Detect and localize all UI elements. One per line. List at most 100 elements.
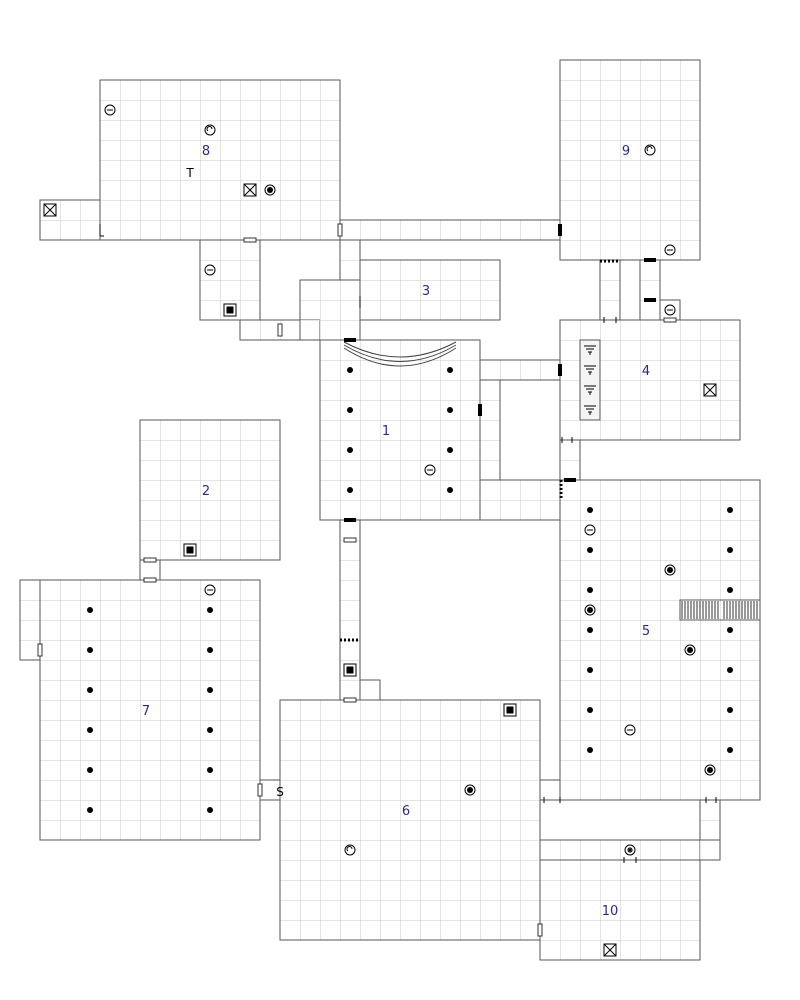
pillar-icon (447, 407, 453, 413)
pillar-icon (207, 607, 213, 613)
door-icon (343, 697, 357, 703)
room-labels: 1 2 3 4 5 6 7 8 9 10 (142, 144, 650, 919)
pillar-icon (87, 647, 93, 653)
block-icon (183, 543, 197, 557)
statue-icon (644, 144, 656, 156)
circle-line-icon (664, 244, 676, 256)
block-icon (223, 303, 237, 317)
pillar-icon (587, 747, 593, 753)
pillar-icon (587, 507, 593, 513)
pillar-icon (587, 587, 593, 593)
door-icon (478, 404, 482, 416)
block-icon (343, 663, 357, 677)
room-label-8: 8 (202, 144, 210, 159)
circle-line-icon (204, 584, 216, 596)
pillar-icon (447, 487, 453, 493)
room-label-10: 10 (602, 904, 619, 919)
circle-line-icon (624, 844, 636, 856)
pillar-icon (447, 367, 453, 373)
room-label-9: 9 (622, 144, 630, 159)
door-icon (337, 223, 343, 237)
secret-door-marker: S (276, 785, 284, 799)
door-icon (663, 317, 677, 323)
door-icon (644, 298, 656, 302)
circle-line-icon (664, 304, 676, 316)
well-icon (464, 784, 476, 796)
floor-layer (19, 59, 761, 961)
door-icon (257, 783, 263, 797)
room-label-3: 3 (422, 284, 430, 299)
door-icon (243, 237, 257, 243)
room-label-4: 4 (642, 364, 650, 379)
trap-marker: T (185, 166, 194, 180)
passage-north-1 (299, 279, 361, 341)
door-icon (37, 643, 43, 657)
statue-icon (344, 844, 356, 856)
door-icon (537, 923, 543, 937)
pillar-icon (447, 447, 453, 453)
pillar-icon (727, 507, 733, 513)
corridor-9-4-a (599, 259, 621, 321)
room-2 (139, 419, 281, 561)
well-icon (704, 764, 716, 776)
pillar-icon (207, 647, 213, 653)
corridor-2-7 (139, 559, 161, 581)
altars-room-4 (579, 339, 601, 421)
pillars (87, 367, 733, 813)
circle-line-icon (104, 104, 116, 116)
door-icon (558, 224, 562, 236)
chest-icon (43, 203, 57, 217)
pillar-icon (87, 767, 93, 773)
pillar-icon (587, 547, 593, 553)
statue-icon (204, 124, 216, 136)
pillar-icon (587, 627, 593, 633)
altar-icon (584, 365, 596, 375)
door-icon (344, 518, 356, 522)
pillar-icon (727, 587, 733, 593)
room-10 (539, 859, 701, 961)
circle-line-icon (204, 264, 216, 276)
pillar-icon (727, 627, 733, 633)
room-1 (319, 339, 481, 521)
door-icon (143, 577, 157, 583)
altar-icon (579, 339, 601, 421)
pillar-icon (347, 487, 353, 493)
altar-icon (584, 405, 596, 415)
pillar-icon (207, 687, 213, 693)
pillar-icon (347, 367, 353, 373)
corridor-6-5 (539, 779, 561, 801)
room-7 (39, 579, 261, 841)
pillar-icon (87, 807, 93, 813)
corridor-1-5-vertical (479, 379, 501, 481)
chest-icon (703, 383, 717, 397)
pillar-icon (727, 547, 733, 553)
pillar-icon (587, 667, 593, 673)
stair-icon (679, 599, 761, 621)
door-icon (644, 258, 656, 262)
corridor-9-4-b (639, 259, 661, 321)
altar-icon (584, 345, 596, 355)
block-icon (503, 703, 517, 717)
pillar-icon (87, 687, 93, 693)
corridor-8-9 (339, 219, 561, 241)
room-label-6: 6 (402, 804, 410, 819)
pillar-icon (727, 667, 733, 673)
door-icon (277, 323, 283, 337)
arch-room-1 (343, 341, 457, 367)
circle-line-icon (424, 464, 436, 476)
corridor-1-5 (479, 479, 561, 521)
doors (37, 223, 717, 937)
room-label-2: 2 (202, 484, 210, 499)
features (43, 104, 717, 957)
room-6 (279, 699, 541, 941)
room-label-1: 1 (382, 424, 390, 439)
pillar-icon (347, 407, 353, 413)
chest-icon (603, 943, 617, 957)
circle-line-icon (624, 724, 636, 736)
corridor-4-5 (559, 439, 581, 481)
pillar-icon (87, 607, 93, 613)
pillar-icon (727, 747, 733, 753)
stair-room-5 (679, 599, 761, 621)
